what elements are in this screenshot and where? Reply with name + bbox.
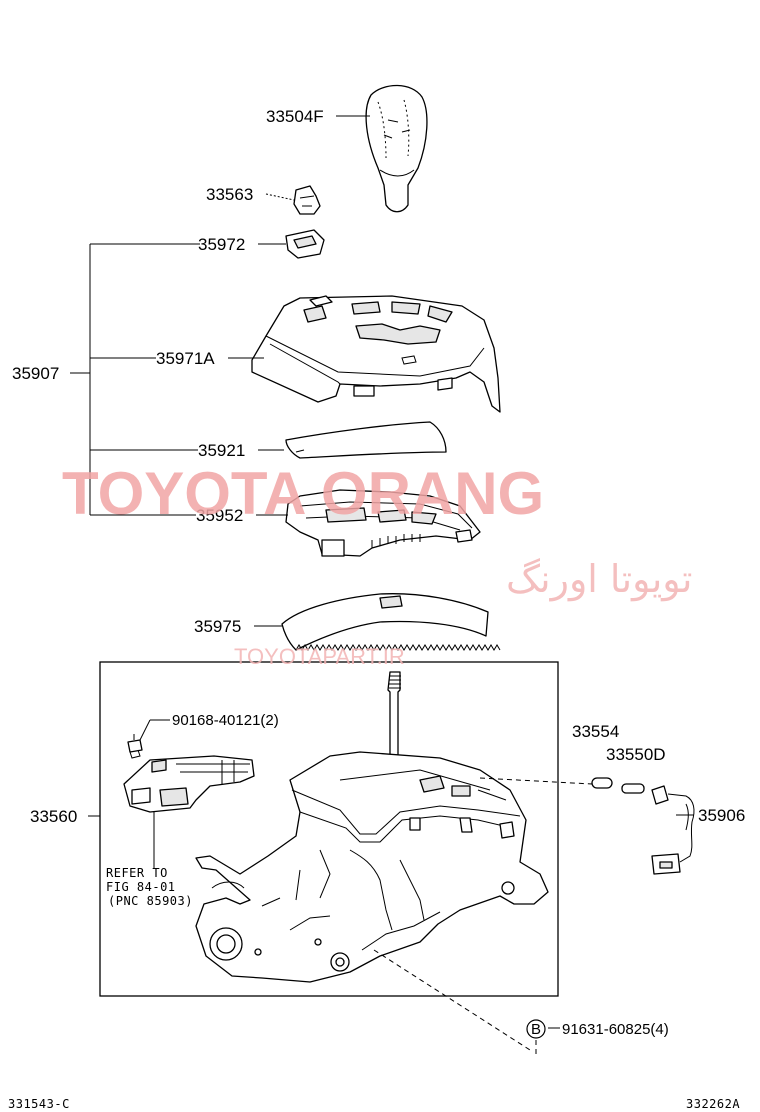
switch-block-drawing [123,755,255,813]
label-wire-harness: 35906 [698,806,745,825]
figure-code-right: 332262A [686,1097,740,1111]
label-bushing: 33554 [572,722,619,741]
refer-text-line3: (PNC 85903) [108,894,193,908]
refer-text-line2: FIG 84-01 [106,880,176,894]
label-indicator-plate: 35921 [198,441,245,460]
label-bulb: 33550D [606,745,666,764]
bolt-marker-letter: B [531,1021,541,1038]
label-shift-lever-assy: 33560 [30,807,77,826]
slide-cover-drawing [281,593,501,651]
wire-harness-drawing [651,785,695,875]
figure-code-left: 331543-C [8,1097,70,1111]
watermark-persian: تویوتا اورنگ [506,557,693,602]
label-indicator-cap: 35972 [198,235,245,254]
label-screw: 90168-40121(2) [172,712,279,729]
leader-lines [70,115,694,1029]
housing-body-drawing [195,751,549,983]
label-bolt: 91631-60825(4) [562,1021,669,1038]
knob-clip-drawing [293,185,321,215]
bolt-marker-circle [526,1019,546,1039]
position-indicator-drawing [251,295,501,413]
bushing-drawing [591,777,613,789]
label-slide-cover: 35975 [194,617,241,636]
label-position-indicator: 35971A [156,349,215,368]
screw-drawing [127,734,143,759]
assembly-frame [99,661,559,997]
watermark-main: TOYOTA ORANG [62,460,544,527]
housing-cover-drawing [285,489,481,557]
label-housing-cover: 35952 [196,506,243,525]
label-bracket-group: 35907 [12,364,59,383]
label-knob: 33504F [266,107,324,126]
indicator-cap-drawing [285,229,325,259]
watermark-url: TOYOTAPART.IR [234,644,405,669]
bulb-drawing [621,783,645,794]
shift-knob-drawing [365,84,428,213]
refer-text-line1: REFER TO [106,866,168,880]
label-knob-clip: 33563 [206,185,253,204]
indicator-plate-drawing [285,421,447,459]
